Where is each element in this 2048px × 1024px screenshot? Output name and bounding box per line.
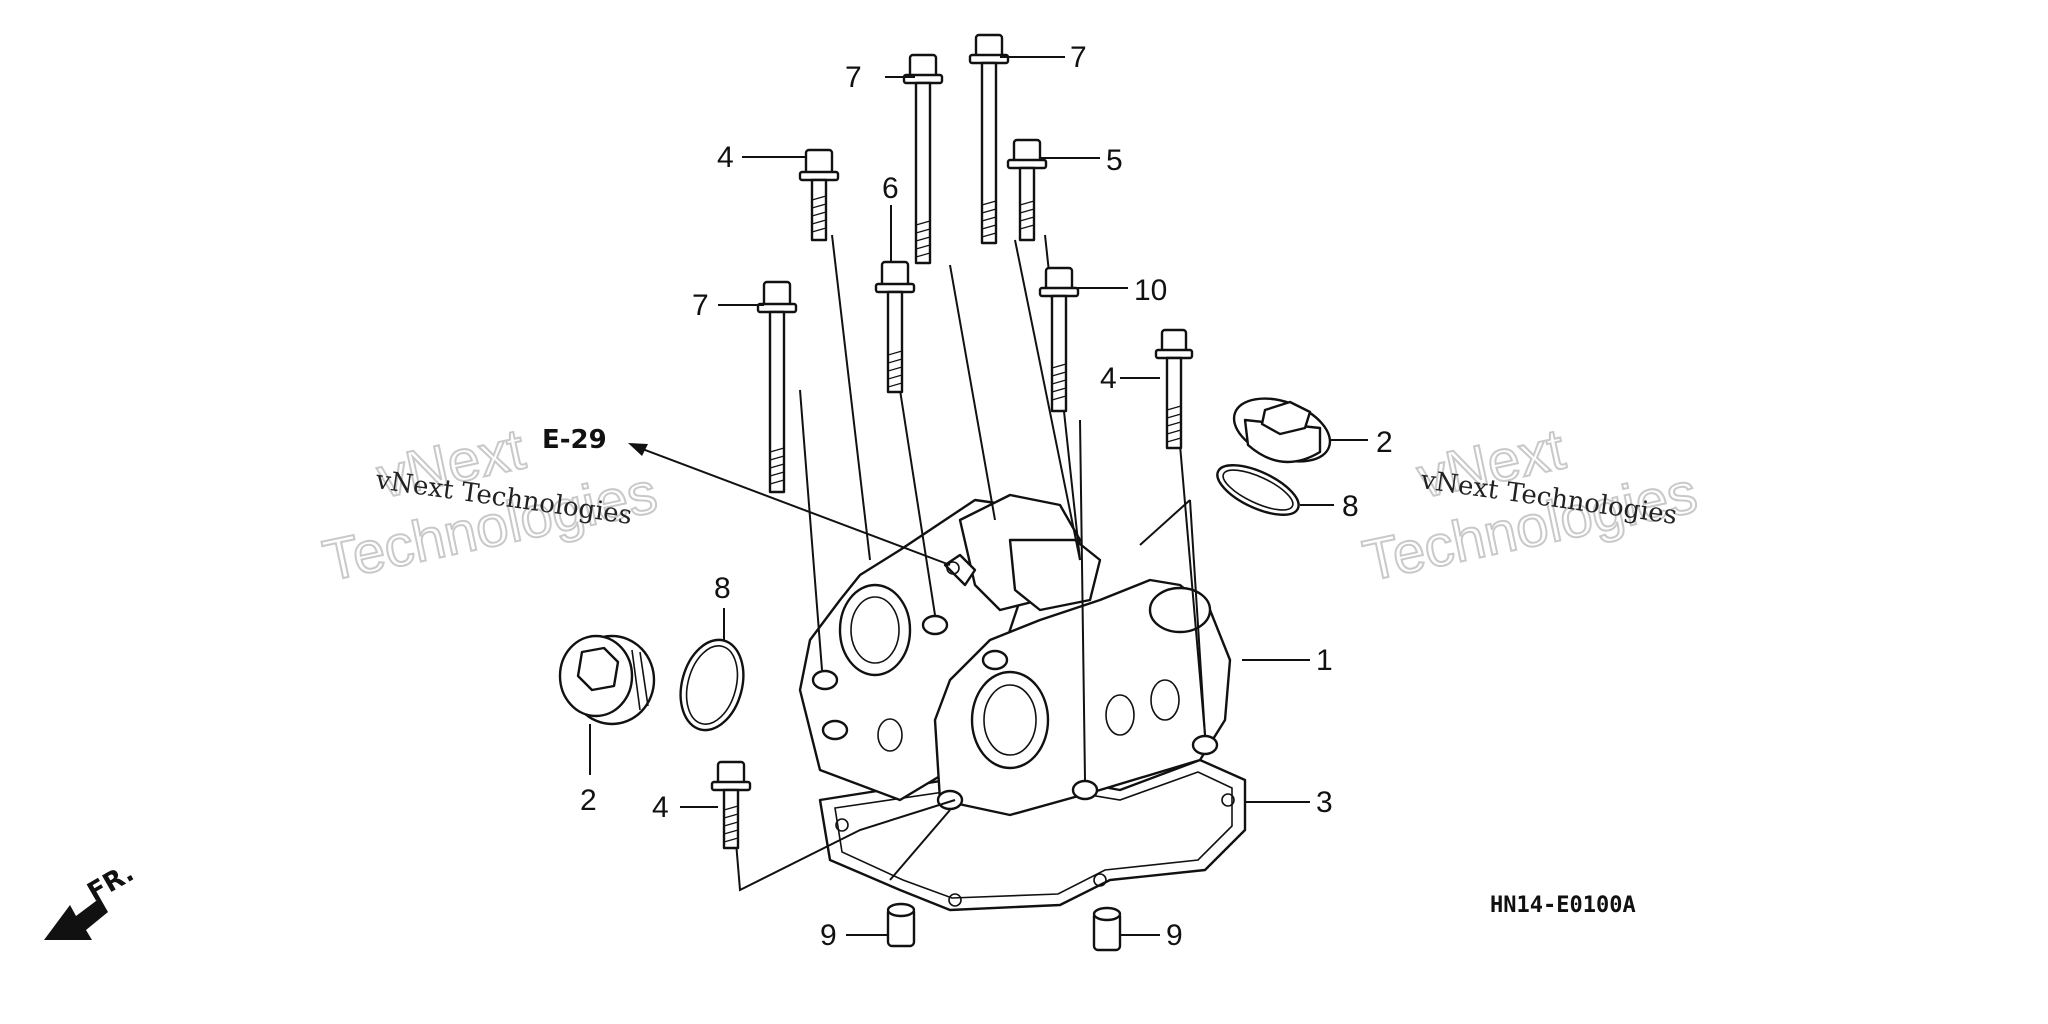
callout-9-left: 9 — [820, 919, 837, 952]
callout-3: 3 — [1316, 786, 1333, 819]
bolt-5 — [1006, 138, 1048, 242]
plug-cap-left-part-2 — [558, 634, 656, 726]
gasket-part-3 — [818, 758, 1247, 912]
callout-6: 6 — [882, 172, 899, 205]
dowel-pin-left-part-9 — [886, 902, 916, 948]
callout-8-right: 8 — [1342, 490, 1359, 523]
figure-code: HN14-E0100A — [1490, 893, 1636, 918]
bolt-10 — [1038, 266, 1080, 413]
callout-4-upper: 4 — [717, 141, 734, 174]
callout-10: 10 — [1134, 274, 1167, 307]
reference-label: E-29 — [542, 425, 607, 455]
callout-7-right: 7 — [1070, 41, 1087, 74]
o-ring-right-part-8 — [1216, 464, 1300, 516]
bolt-7-right — [968, 33, 1010, 245]
callout-7-left: 7 — [692, 289, 709, 322]
front-direction-label: FR. — [83, 858, 140, 908]
callout-2-left: 2 — [580, 784, 597, 817]
callout-8-left: 8 — [714, 572, 731, 605]
bolt-4-lower — [710, 760, 752, 850]
bolt-6 — [874, 260, 916, 394]
bolt-4-upper — [798, 148, 840, 242]
callout-4-lower: 4 — [652, 791, 669, 824]
callout-9-right: 9 — [1166, 919, 1183, 952]
callout-5: 5 — [1106, 144, 1123, 177]
dowel-pin-right-part-9 — [1092, 906, 1122, 952]
bolt-4-right — [1154, 328, 1194, 450]
callout-1: 1 — [1316, 644, 1333, 677]
bolt-7-top — [902, 53, 944, 265]
front-direction-arrow: FR. — [44, 858, 139, 940]
callout-4-right: 4 — [1100, 362, 1117, 395]
plug-cap-right-part-2 — [1232, 397, 1332, 464]
callout-lines — [589, 56, 1368, 936]
reference-arrow — [628, 443, 951, 566]
o-ring-left-part-8 — [679, 638, 745, 732]
callout-2-right: 2 — [1376, 426, 1393, 459]
head-cover-part-1 — [798, 493, 1232, 817]
callout-7-top: 7 — [845, 61, 862, 94]
bolt-7-left — [756, 280, 798, 494]
